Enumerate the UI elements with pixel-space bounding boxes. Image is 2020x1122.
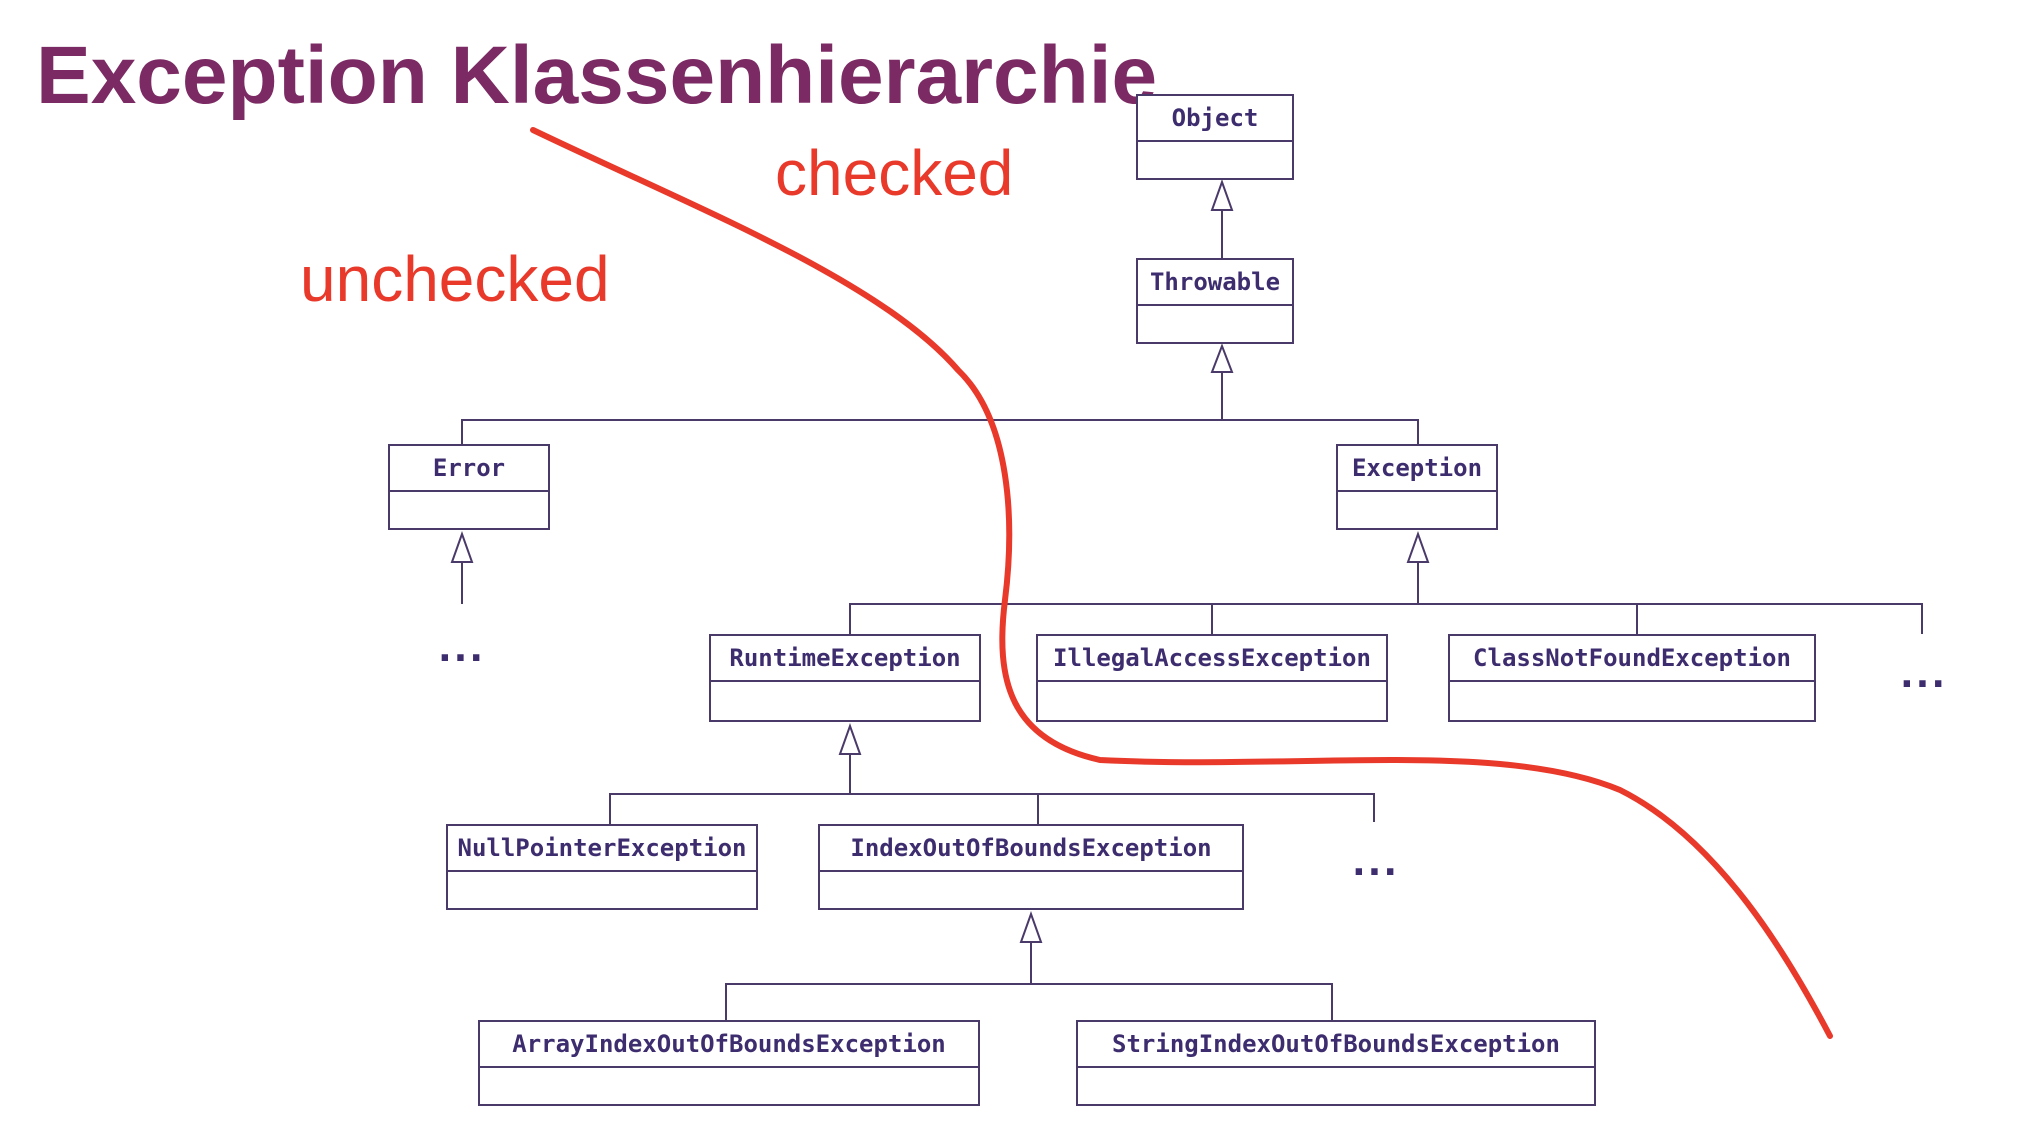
error-subclasses-ellipsis: ... <box>438 629 486 670</box>
class-name: ClassNotFoundException <box>1450 636 1814 682</box>
class-box-runtime-exception: RuntimeException <box>709 634 981 722</box>
class-box-object: Object <box>1136 94 1294 180</box>
class-name: IllegalAccessException <box>1038 636 1386 682</box>
class-name: RuntimeException <box>711 636 979 682</box>
class-box-error: Error <box>388 444 550 530</box>
class-box-string-index-out-of-bounds-exception: StringIndexOutOfBoundsException <box>1076 1020 1596 1106</box>
class-box-exception: Exception <box>1336 444 1498 530</box>
class-name: Throwable <box>1138 260 1292 306</box>
class-box-array-index-out-of-bounds-exception: ArrayIndexOutOfBoundsException <box>478 1020 980 1106</box>
runtime-subclasses-ellipsis: ... <box>1352 843 1400 884</box>
class-name: ArrayIndexOutOfBoundsException <box>480 1022 978 1068</box>
checked-label: checked <box>775 137 1014 209</box>
checked-unchecked-divider-curve <box>530 127 1833 1039</box>
unchecked-label: unchecked <box>300 243 610 315</box>
class-name: Exception <box>1338 446 1496 492</box>
class-name: IndexOutOfBoundsException <box>820 826 1242 872</box>
class-name: Object <box>1138 96 1292 142</box>
page-title: Exception Klassenhierarchie <box>36 30 1158 121</box>
class-name: StringIndexOutOfBoundsException <box>1078 1022 1594 1068</box>
class-name: NullPointerException <box>448 826 756 872</box>
class-name: Error <box>390 446 548 492</box>
class-box-class-not-found-exception: ClassNotFoundException <box>1448 634 1816 722</box>
class-box-throwable: Throwable <box>1136 258 1294 344</box>
class-box-index-out-of-bounds-exception: IndexOutOfBoundsException <box>818 824 1244 910</box>
exception-subclasses-ellipsis: ... <box>1900 655 1948 696</box>
class-box-null-pointer-exception: NullPointerException <box>446 824 758 910</box>
class-box-illegal-access-exception: IllegalAccessException <box>1036 634 1388 722</box>
